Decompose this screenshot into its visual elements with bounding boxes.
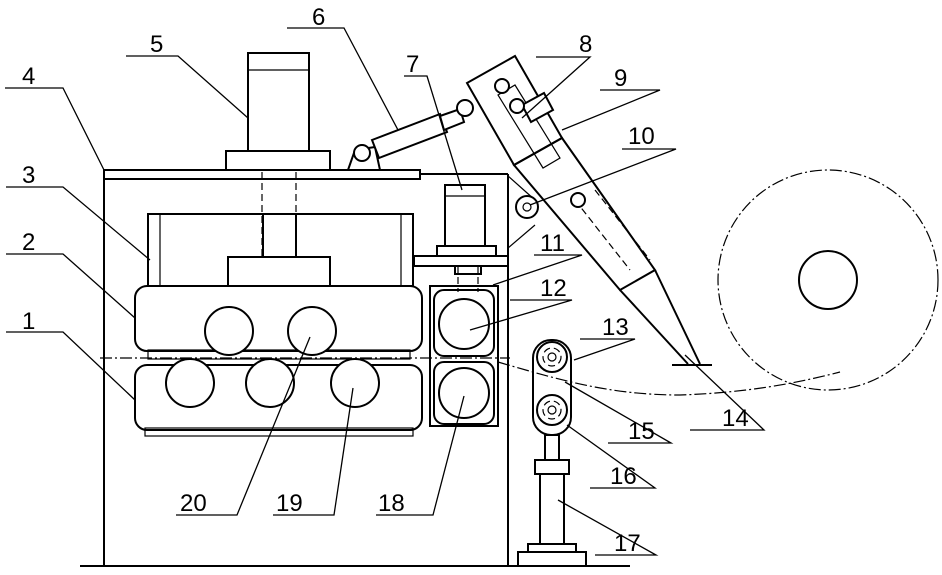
side-upper-roller	[438, 298, 490, 350]
guide-roller-stand	[517, 339, 587, 567]
upper-roller-plate	[147, 349, 411, 360]
callout-19: 19	[276, 490, 303, 517]
strip-path	[497, 361, 841, 396]
callout-11: 11	[540, 230, 565, 257]
callout-15: 15	[628, 418, 655, 445]
press-frame	[147, 213, 414, 287]
callout-1: 1	[22, 308, 35, 335]
callout-8: 8	[579, 31, 592, 58]
upper-roller-housing	[134, 285, 423, 352]
side-motor	[413, 184, 509, 292]
callout-10: 10	[628, 123, 655, 150]
callout-9: 9	[614, 65, 627, 92]
callout-7: 7	[406, 51, 419, 78]
callout-17: 17	[614, 530, 641, 557]
callout-18: 18	[378, 490, 405, 517]
tilt-arm	[465, 54, 712, 366]
callout-5: 5	[150, 31, 163, 58]
callout-12: 12	[540, 275, 567, 302]
callout-13: 13	[602, 314, 629, 341]
lower-roller-3	[330, 358, 380, 408]
lower-roller-plate	[144, 427, 414, 437]
callout-6: 6	[312, 4, 325, 31]
callout-16: 16	[610, 463, 637, 490]
upper-roller-left	[204, 306, 254, 356]
callout-14: 14	[722, 405, 749, 432]
leader-lines	[5, 27, 766, 556]
callout-2: 2	[22, 229, 35, 256]
callout-20: 20	[180, 490, 207, 517]
callout-4: 4	[22, 63, 35, 90]
callout-3: 3	[22, 162, 35, 189]
lower-roller-1	[165, 358, 215, 408]
material-roll	[717, 169, 939, 391]
top-motor	[225, 52, 331, 258]
side-lower-roller	[438, 367, 490, 419]
tilt-cylinder	[347, 99, 474, 171]
lower-roller-2	[245, 358, 295, 408]
upper-roller-right	[287, 306, 337, 356]
